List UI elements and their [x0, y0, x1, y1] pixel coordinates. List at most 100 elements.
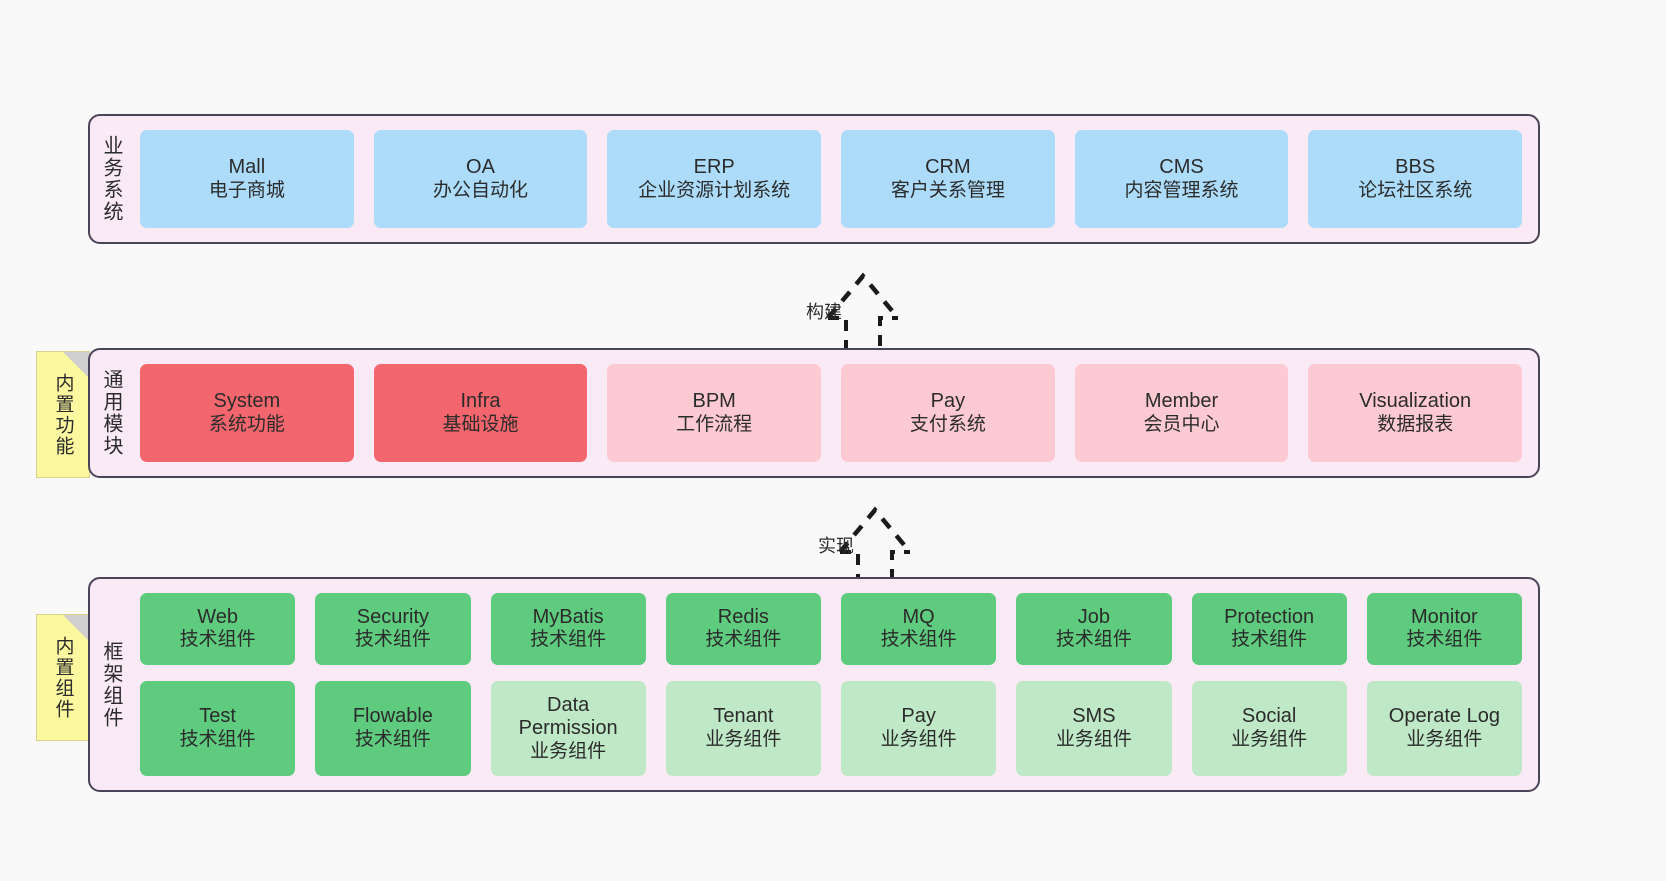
- layer-common-modules: 通用模块 System 系统功能 Infra 基础设施 BPM 工作流程 Pay…: [88, 348, 1540, 478]
- card-subtitle: 业务组件: [1231, 728, 1308, 750]
- connector-build-arrow: [826, 272, 900, 358]
- card-bpm[interactable]: BPM 工作流程: [607, 364, 822, 462]
- card-pay-module[interactable]: Pay 支付系统: [841, 364, 1055, 462]
- business-row: Mall 电子商城 OA 办公自动化 ERP 企业资源计划系统 CRM 客户关系…: [140, 130, 1523, 228]
- card-visualization[interactable]: Visualization 数据报表: [1308, 364, 1523, 462]
- layer-business-systems: 业务系统 Mall 电子商城 OA 办公自动化 ERP 企业资源计划系统 CRM…: [88, 114, 1540, 244]
- card-oa[interactable]: OA 办公自动化: [373, 130, 588, 228]
- card-title: Member: [1144, 390, 1219, 412]
- card-flowable[interactable]: Flowable 技术组件: [315, 680, 471, 776]
- card-subtitle: 业务组件: [880, 728, 957, 750]
- card-title: Flowable: [352, 705, 433, 728]
- card-social[interactable]: Social 业务组件: [1191, 680, 1347, 776]
- card-title: Monitor: [1411, 605, 1478, 628]
- card-sms[interactable]: SMS 业务组件: [1016, 680, 1172, 776]
- card-test[interactable]: Test 技术组件: [140, 680, 296, 776]
- card-title: System: [213, 390, 281, 412]
- card-subtitle: 业务组件: [705, 728, 782, 750]
- connector-build-label: 构建: [806, 302, 842, 322]
- connector-implement: 实现: [770, 492, 950, 592]
- card-system[interactable]: System 系统功能: [140, 364, 354, 462]
- card-subtitle: 支付系统: [909, 413, 986, 435]
- card-web[interactable]: Web 技术组件: [140, 593, 296, 665]
- card-subtitle: 企业资源计划系统: [638, 179, 791, 201]
- card-subtitle: 技术组件: [705, 629, 782, 651]
- card-title: BPM: [692, 390, 736, 412]
- card-title: Operate Log: [1388, 705, 1500, 728]
- card-title: Test: [199, 705, 236, 728]
- sticky-fold-corner: [63, 352, 89, 378]
- card-title: Security: [356, 605, 429, 628]
- card-cms[interactable]: CMS 内容管理系统: [1074, 130, 1289, 228]
- card-subtitle: 技术组件: [1055, 629, 1132, 651]
- card-subtitle: 工作流程: [676, 413, 753, 435]
- card-subtitle: 业务组件: [530, 740, 607, 762]
- card-subtitle: 业务组件: [1406, 728, 1483, 750]
- card-subtitle: 技术组件: [1406, 629, 1483, 651]
- card-title: CMS: [1159, 156, 1204, 178]
- card-title: Tenant: [713, 705, 774, 728]
- card-mall[interactable]: Mall 电子商城: [140, 130, 354, 228]
- card-member[interactable]: Member 会员中心: [1074, 364, 1289, 462]
- card-title: OA: [466, 156, 495, 178]
- card-title: Visualization: [1359, 390, 1472, 412]
- card-subtitle: 技术组件: [1231, 629, 1308, 651]
- card-tenant[interactable]: Tenant 业务组件: [665, 680, 821, 776]
- card-protection[interactable]: Protection 技术组件: [1191, 593, 1347, 665]
- layer-common-modules-label: 通用模块: [100, 369, 122, 457]
- sticky-builtin-features: 内置功能: [36, 351, 90, 478]
- card-job[interactable]: Job 技术组件: [1016, 593, 1172, 665]
- card-subtitle: 基础设施: [442, 413, 519, 435]
- card-subtitle: 系统功能: [208, 413, 285, 435]
- card-subtitle: 内容管理系统: [1124, 179, 1239, 201]
- framework-cards: Web 技术组件 Security 技术组件 MyBatis 技术组件 Redi…: [132, 579, 1538, 790]
- framework-row-business: Test 技术组件 Flowable 技术组件 Data Permission …: [140, 680, 1522, 776]
- card-infra[interactable]: Infra 基础设施: [373, 364, 588, 462]
- card-title: ERP: [693, 156, 735, 178]
- card-crm[interactable]: CRM 客户关系管理: [841, 130, 1055, 228]
- card-subtitle: 会员中心: [1143, 413, 1220, 435]
- card-subtitle: 办公自动化: [433, 179, 529, 201]
- sticky-builtin-components: 内置组件: [36, 614, 90, 741]
- card-mybatis[interactable]: MyBatis 技术组件: [490, 593, 646, 665]
- card-title: MyBatis: [532, 605, 604, 628]
- card-erp[interactable]: ERP 企业资源计划系统: [607, 130, 822, 228]
- business-cards: Mall 电子商城 OA 办公自动化 ERP 企业资源计划系统 CRM 客户关系…: [132, 116, 1538, 242]
- card-title: Pay: [930, 390, 966, 412]
- connector-implement-label: 实现: [818, 536, 854, 556]
- card-subtitle: 技术组件: [179, 629, 256, 651]
- card-subtitle: 技术组件: [354, 629, 431, 651]
- card-monitor[interactable]: Monitor 技术组件: [1366, 593, 1522, 665]
- sticky-fold-corner: [63, 615, 89, 641]
- sticky-label: 内置组件: [52, 635, 74, 720]
- card-subtitle: 论坛社区系统: [1358, 179, 1473, 201]
- card-subtitle: 客户关系管理: [890, 179, 1005, 201]
- card-security[interactable]: Security 技术组件: [315, 593, 471, 665]
- card-operate-log[interactable]: Operate Log 业务组件: [1366, 680, 1522, 776]
- card-title: Protection: [1224, 605, 1315, 628]
- connector-implement-arrow: [838, 506, 912, 592]
- layer-framework-components: 框架组件 Web 技术组件 Security 技术组件 MyBatis 技术组件…: [88, 577, 1540, 792]
- card-title: Data Permission: [518, 693, 618, 740]
- card-title: Pay: [901, 705, 936, 728]
- connector-build: 构建: [758, 258, 938, 358]
- card-subtitle: 电子商城: [208, 179, 285, 201]
- card-title: Infra: [460, 390, 501, 412]
- card-pay-component[interactable]: Pay 业务组件: [841, 680, 997, 776]
- card-title: BBS: [1395, 156, 1436, 178]
- layer-framework-components-label: 框架组件: [100, 640, 122, 729]
- common-cards: System 系统功能 Infra 基础设施 BPM 工作流程 Pay 支付系统…: [132, 350, 1538, 476]
- card-redis[interactable]: Redis 技术组件: [665, 593, 821, 665]
- card-mq[interactable]: MQ 技术组件: [841, 593, 997, 665]
- card-subtitle: 业务组件: [1055, 728, 1132, 750]
- layer-business-systems-label: 业务系统: [100, 135, 122, 223]
- card-data-permission[interactable]: Data Permission 业务组件: [490, 680, 646, 776]
- card-bbs[interactable]: BBS 论坛社区系统: [1308, 130, 1523, 228]
- card-title: Redis: [717, 605, 769, 628]
- card-title: CRM: [925, 156, 971, 178]
- card-title: Social: [1241, 705, 1297, 728]
- card-subtitle: 技术组件: [179, 728, 256, 750]
- card-subtitle: 技术组件: [354, 728, 431, 750]
- card-subtitle: 技术组件: [530, 629, 607, 651]
- card-title: Mall: [228, 156, 266, 178]
